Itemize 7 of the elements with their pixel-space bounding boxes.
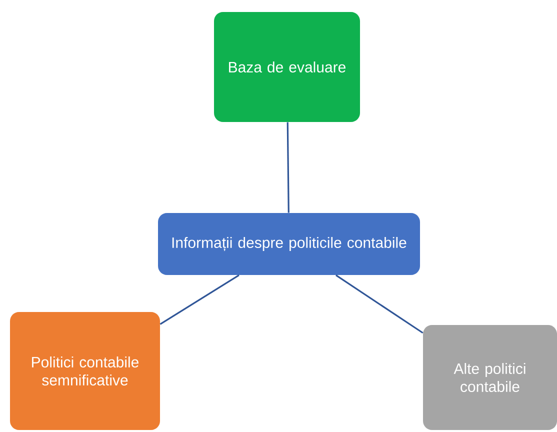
process-box: Informații despre politicile contabile: [158, 213, 420, 275]
process-box: Baza de evaluare: [214, 12, 360, 122]
connector-line: [336, 274, 424, 334]
connector-line: [160, 274, 240, 325]
connector-line: [286, 122, 290, 213]
process-box: Politici contabile semnificative: [10, 312, 160, 430]
process-box: Alte politici contabile: [423, 325, 557, 430]
